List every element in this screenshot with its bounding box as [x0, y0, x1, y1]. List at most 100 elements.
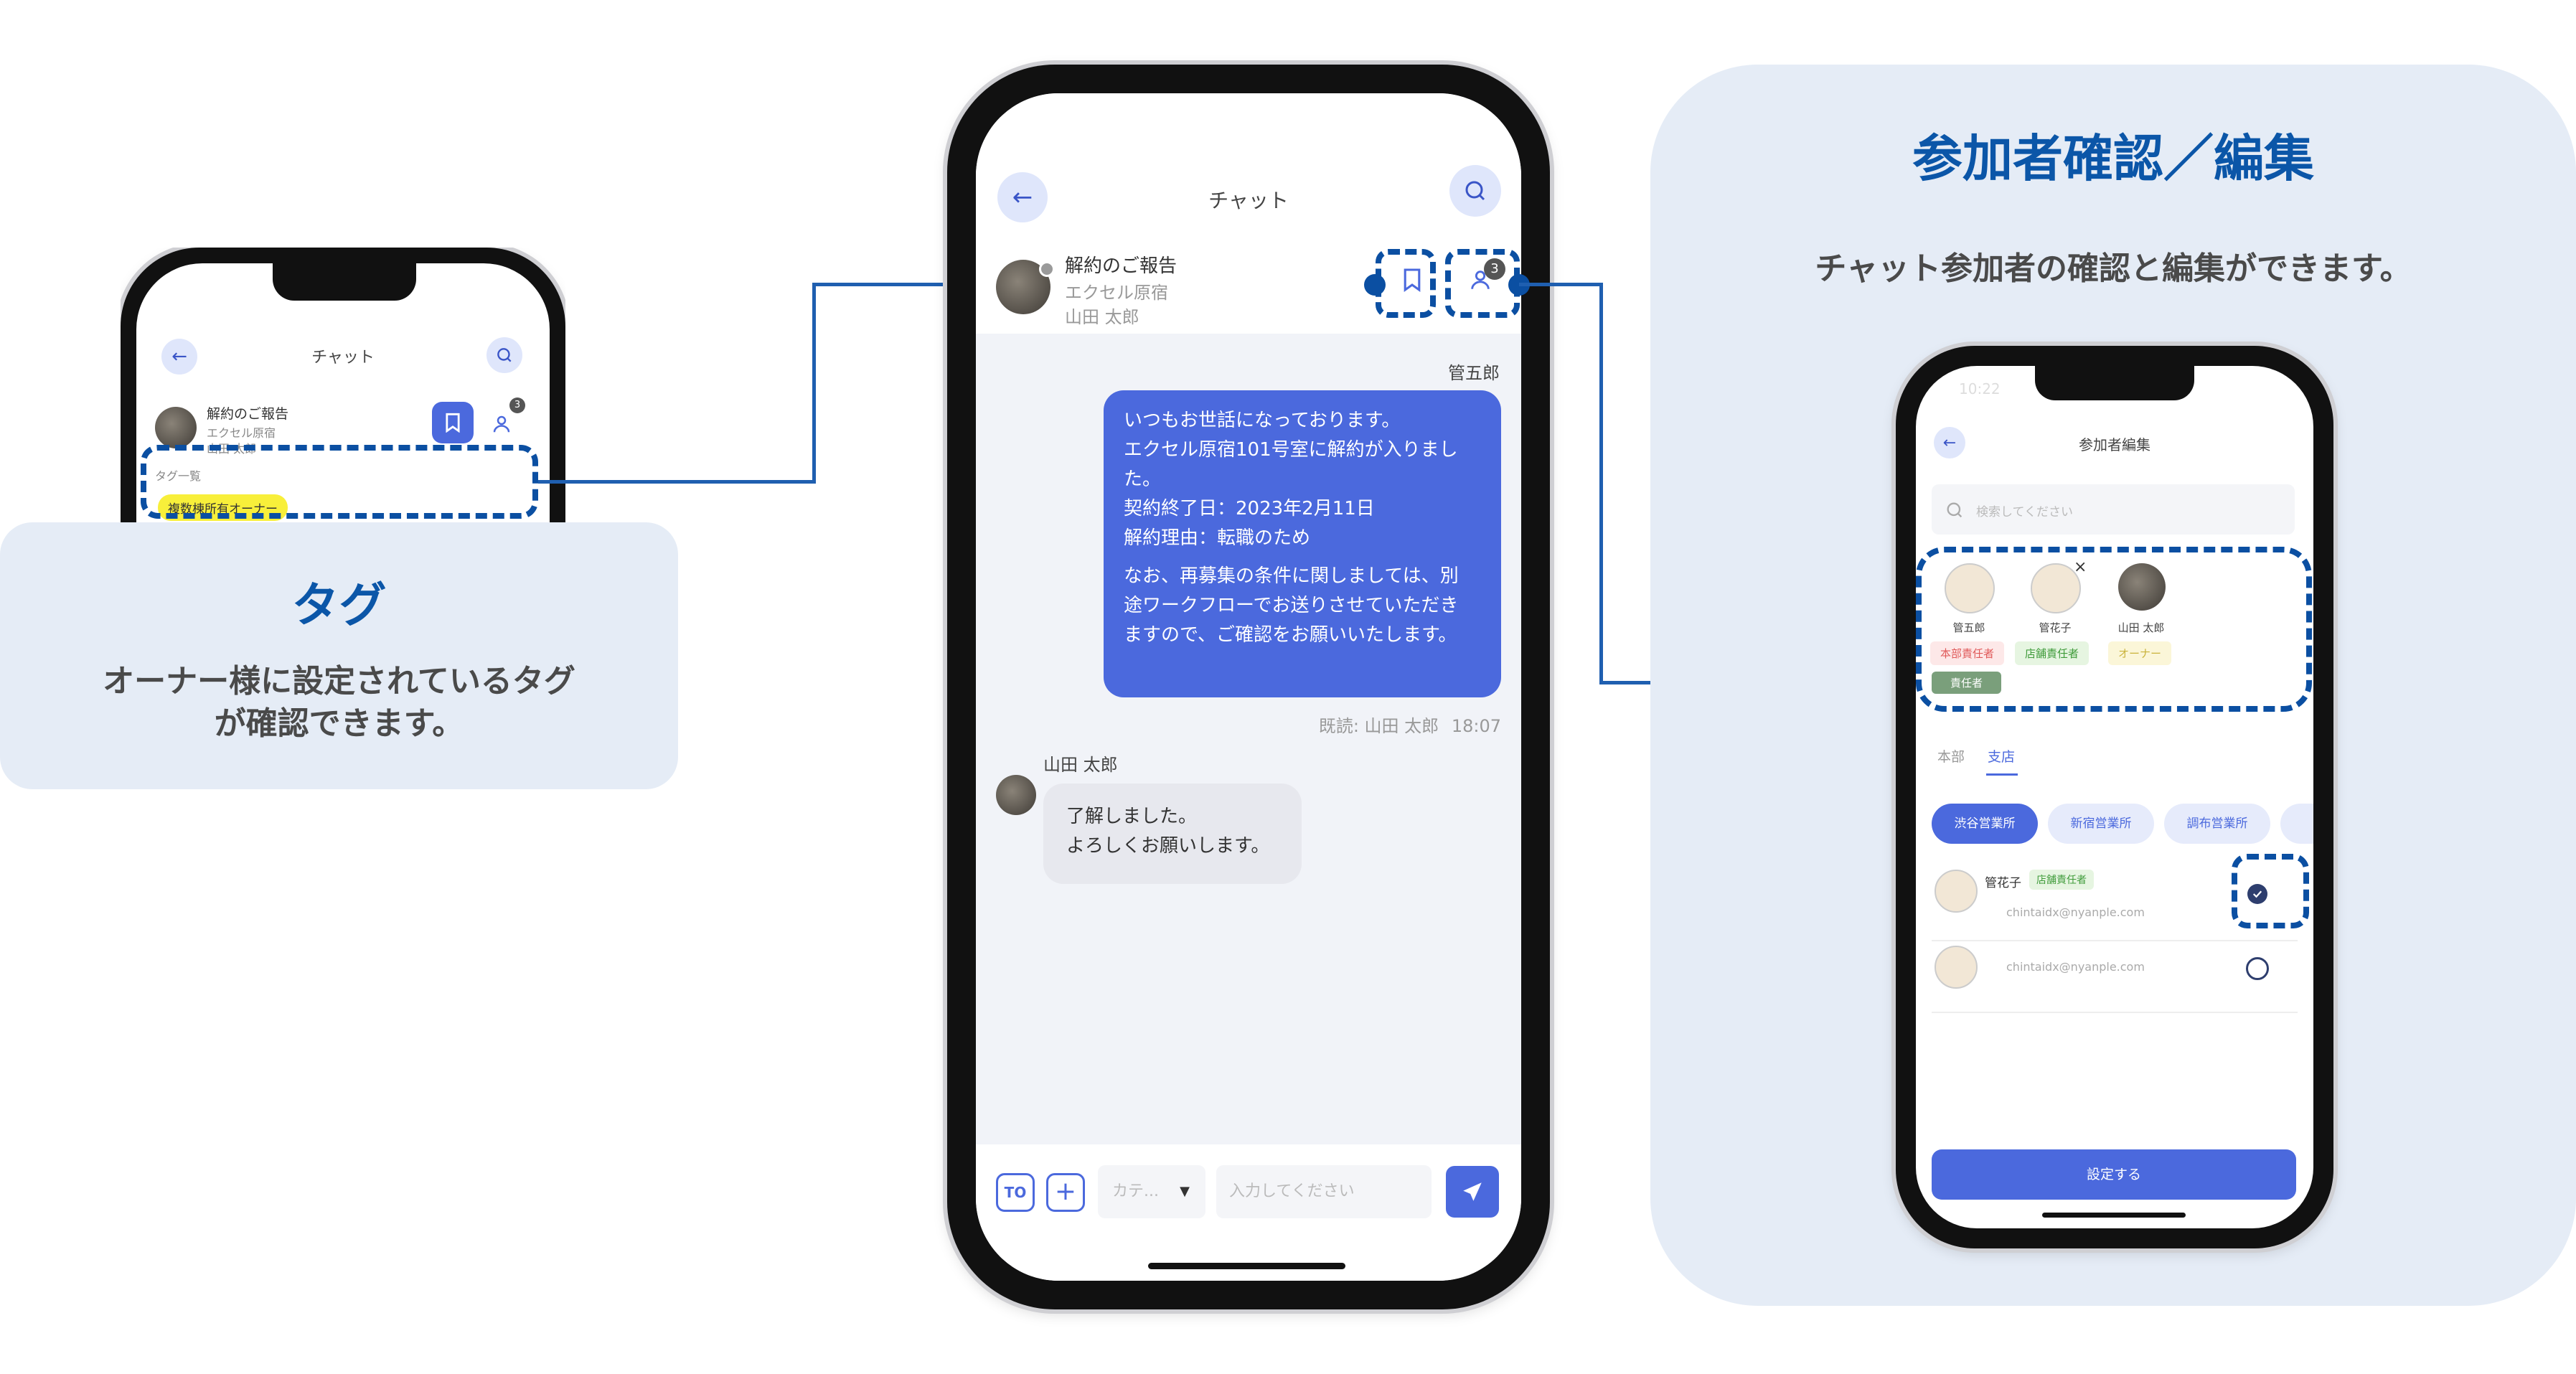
room-sub2: 山田 太郎: [1065, 307, 1139, 327]
tab-honbu[interactable]: 本部: [1937, 749, 1965, 765]
branch-chip-2[interactable]: 新宿営業所: [2048, 804, 2154, 844]
center-screen: ← チャット 解約のご報告 エクセル原宿 山田 太郎 3 管五郎 いつもお世話に…: [976, 93, 1521, 1281]
room-name: 解約のご報告: [1065, 255, 1177, 277]
input-placeholder: 入力してください: [1229, 1182, 1355, 1200]
send-button[interactable]: [1446, 1166, 1499, 1218]
message-1b-line-3: ますので、ご確認をお願いいたします。: [1124, 624, 1457, 646]
search-input[interactable]: 検索してください: [1932, 484, 2295, 535]
tag-callout-title: タグ: [291, 578, 387, 633]
member-name-1: 管花子: [1985, 876, 2021, 890]
send-icon: [1463, 1182, 1482, 1201]
tab-underline: [1986, 773, 2018, 776]
tag-callout-desc-line1: オーナー様に設定されているタグ: [103, 663, 575, 700]
category-placeholder: カテ...: [1112, 1182, 1159, 1200]
message-1-line-1: いつもお世話になっております。: [1124, 410, 1401, 431]
message-1b-line-1: なお、再募集の条件に関しましては、別: [1124, 565, 1459, 587]
tag-callout-panel: [0, 522, 678, 789]
participant-name-3: 山田 太郎: [2117, 621, 2165, 634]
message-1-line-5: 解約理由：転職のため: [1124, 527, 1311, 549]
home-indicator: [2042, 1213, 2186, 1218]
sender-name-1: 管五郎: [1448, 363, 1500, 383]
connector-tag-v: [812, 283, 816, 484]
tag-list-label: タグ一覧: [155, 469, 202, 483]
branch-chip-3[interactable]: 調布営業所: [2164, 804, 2270, 844]
connector-participants-h1: [1519, 283, 1603, 286]
member-radio-2[interactable]: [2246, 957, 2269, 980]
participant-callout-desc: チャット参加者の確認と編集ができます。: [1815, 250, 2412, 287]
message-input[interactable]: 入力してください: [1216, 1165, 1432, 1218]
participants-button[interactable]: [481, 403, 522, 445]
message-1-line-3: た。: [1124, 469, 1162, 490]
search-icon: [1947, 502, 1962, 518]
user-icon: [1471, 270, 1490, 289]
participant-avatar-2: [2031, 563, 2081, 613]
sender-name-2: 山田 太郎: [1043, 755, 1118, 775]
right-screen: 10:22 ← 参加者編集 検索してください × 管五郎 管花子 山田 太郎 本…: [1916, 366, 2313, 1228]
user-icon: [493, 415, 510, 433]
participant-role-2: 店舗責任者: [2015, 641, 2090, 665]
header-title: チャット: [1208, 189, 1289, 212]
participants-button[interactable]: [1457, 258, 1504, 301]
sender-avatar-2: [996, 775, 1036, 815]
participant-role-3: オーナー: [2108, 641, 2172, 665]
connector-tag-h1: [538, 480, 816, 484]
participant-name-1: 管五郎: [1952, 621, 1985, 634]
to-button[interactable]: TO: [996, 1173, 1035, 1212]
read-status-label: 既読: 山田 太郎: [1318, 716, 1439, 736]
search-icon: [497, 348, 512, 362]
member-avatar-1: [1935, 870, 1978, 913]
message-1-line-2: エクセル原宿101号室に解約が入りまし: [1124, 439, 1458, 461]
message-1-text: いつもお世話になっております。エクセル原宿101号室に解約が入りました。契約終了…: [1124, 406, 1481, 553]
search-button[interactable]: [1449, 165, 1501, 217]
status-time: 10:22: [1959, 380, 2001, 397]
message-bubble-1: いつもお世話になっております。エクセル原宿101号室に解約が入りました。契約終了…: [1104, 390, 1501, 697]
participant-avatar-1: [1945, 563, 1995, 613]
header-title: チャット: [311, 349, 375, 367]
participant-count-badge: 3: [509, 397, 525, 413]
search-button[interactable]: [486, 337, 522, 373]
room-name: 解約のご報告: [207, 406, 289, 422]
message-2-line-1: 了解しました。: [1066, 806, 1198, 827]
checked-member-highlight-box: [2232, 854, 2309, 928]
header-title: 参加者編集: [2079, 436, 2150, 453]
submit-button[interactable]: 設定する: [1932, 1149, 2296, 1200]
online-dot: [1039, 261, 1055, 277]
back-button[interactable]: ←: [1934, 427, 1965, 458]
check-icon: [2252, 890, 2262, 898]
connector-participants-h2: [1599, 681, 1653, 684]
tag-highlight-box: [141, 445, 538, 519]
member-check-1[interactable]: [2247, 884, 2267, 904]
room-sub1: エクセル原宿: [1065, 283, 1168, 303]
participant-avatar-3: [2118, 563, 2166, 611]
participant-callout-title: 参加者確認／編集: [1912, 129, 2314, 188]
message-bubble-2: 了解しました。よろしくお願いします。: [1043, 784, 1302, 884]
back-button[interactable]: ←: [161, 339, 197, 375]
member-divider-2: [1932, 1012, 2298, 1013]
branch-chip-more[interactable]: [2280, 804, 2313, 844]
branch-chip-1[interactable]: 渋谷営業所: [1932, 804, 2038, 844]
back-button[interactable]: ←: [997, 172, 1048, 222]
connector-participants-v: [1599, 283, 1603, 684]
participant-count-badge: 3: [1484, 258, 1505, 280]
member-role-1: 店舗責任者: [2029, 870, 2094, 890]
left-phone: ← チャット 解約のご報告 エクセル原宿 山田 太郎 3 タグ一覧 複数棟所有オ…: [121, 248, 565, 522]
participants-highlight-box-right: [1916, 547, 2312, 712]
message-1b-line-2: 途ワークフローでお送りさせていただき: [1124, 595, 1459, 616]
tab-shiten[interactable]: 支店: [1988, 749, 2016, 765]
bookmark-button[interactable]: [432, 402, 474, 443]
member-avatar-2: [1935, 946, 1978, 989]
caret-down-icon: ▼: [1180, 1184, 1190, 1199]
tag-callout-desc: オーナー様に設定されているタグ が確認できます。: [0, 660, 678, 745]
bookmark-button[interactable]: [1391, 258, 1434, 301]
message-time: 18:07: [1451, 716, 1501, 736]
add-button[interactable]: +: [1046, 1173, 1085, 1212]
category-select[interactable]: カテ... ▼: [1098, 1165, 1205, 1218]
search-icon: [1465, 181, 1485, 201]
remove-participant-icon[interactable]: ×: [2074, 558, 2087, 576]
read-status: 既読: 山田 太郎 18:07: [1263, 712, 1501, 737]
bookmark-icon: [1404, 268, 1421, 292]
member-email-2: chintaidx@nyanple.com: [2006, 960, 2145, 974]
connector-dot-left: [1364, 274, 1386, 296]
room-avatar: [155, 407, 197, 448]
participant-name-2: 管花子: [2039, 621, 2072, 634]
